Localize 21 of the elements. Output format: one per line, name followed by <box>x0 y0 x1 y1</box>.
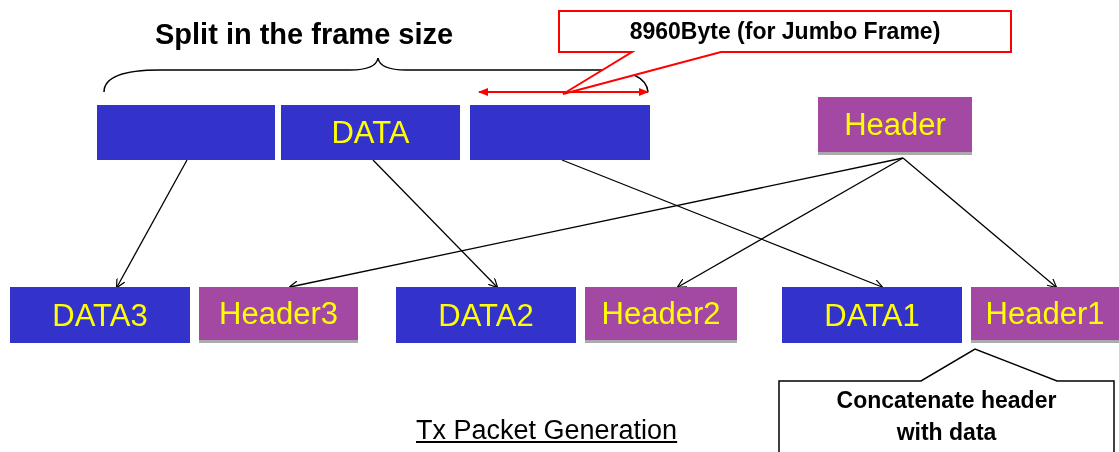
caption-label: Tx Packet Generation <box>416 414 678 447</box>
callout <box>558 10 1012 96</box>
arrow <box>676 157 904 289</box>
arrow <box>116 159 188 289</box>
header-block: Header2 <box>585 287 737 343</box>
callout-text: Concatenate header with data <box>835 386 1058 447</box>
data-block: DATA3 <box>10 287 190 343</box>
data-block: DATA <box>281 105 460 160</box>
header-block: Header3 <box>199 287 358 343</box>
data-block: DATA1 <box>782 287 962 343</box>
arrow <box>902 157 1058 289</box>
header-block: Header1 <box>971 287 1119 343</box>
arrow <box>561 159 884 289</box>
callout-text: 8960Byte (for Jumbo Frame) <box>629 16 941 46</box>
data-block <box>470 105 650 160</box>
arrow <box>372 159 499 289</box>
title: Split in the frame size <box>155 17 454 52</box>
data-block: DATA2 <box>396 287 576 343</box>
data-block <box>97 105 275 160</box>
header-block: Header <box>818 97 972 155</box>
callout <box>778 348 1115 452</box>
